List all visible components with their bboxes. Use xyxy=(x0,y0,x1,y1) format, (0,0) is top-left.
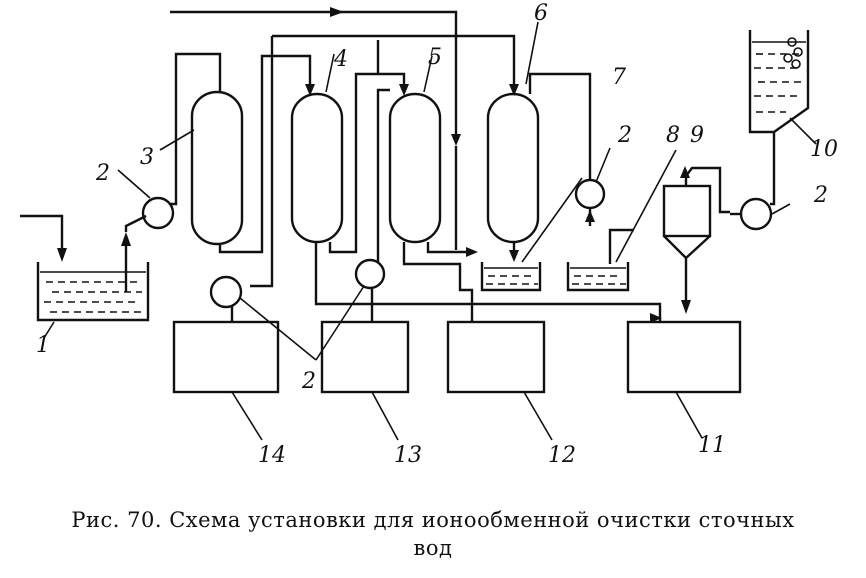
collector-12 xyxy=(446,320,553,441)
pump-middle xyxy=(354,88,390,322)
figure-caption: Рис. 70. Схема установки для ионообменно… xyxy=(20,506,846,562)
label-5: 5 xyxy=(428,45,442,70)
label-4: 4 xyxy=(333,47,348,72)
column-5 xyxy=(388,84,478,322)
caption-line-2: вод xyxy=(413,536,453,560)
collector-13 xyxy=(320,320,410,441)
column-6 xyxy=(486,84,540,262)
label-6: 6 xyxy=(534,1,548,26)
label-10: 10 xyxy=(810,137,838,162)
top-piping xyxy=(170,7,592,288)
pump-left xyxy=(141,52,222,230)
leader-lines xyxy=(43,21,791,361)
label-13: 13 xyxy=(394,443,422,468)
tank-7 xyxy=(480,177,583,292)
column-4 xyxy=(290,72,662,322)
label-2-bottom: 2 xyxy=(301,369,316,394)
label-12: 12 xyxy=(548,443,576,468)
label-2-far-right: 2 xyxy=(813,183,828,208)
label-2-right-center: 2 xyxy=(617,123,632,148)
pump-right-center xyxy=(574,178,606,226)
tank-8 xyxy=(566,149,677,292)
tank-1-liquid xyxy=(40,271,146,313)
ion-exchange-scheme: 1 2 3 4 5 6 7 2 8 9 10 2 2 14 13 12 11 xyxy=(20,1,838,468)
label-8: 8 xyxy=(666,123,680,148)
collector-14 xyxy=(172,320,280,441)
label-11: 11 xyxy=(698,433,726,458)
pump-lower-left xyxy=(209,275,243,322)
caption-line-1: Рис. 70. Схема установки для ионообменно… xyxy=(71,508,795,532)
label-2-left: 2 xyxy=(95,161,110,186)
settler-9 xyxy=(662,166,730,314)
label-14: 14 xyxy=(258,443,286,468)
label-7: 7 xyxy=(612,65,626,90)
column-3 xyxy=(190,54,312,254)
label-3: 3 xyxy=(140,145,154,170)
label-9: 9 xyxy=(690,123,704,148)
pump-far-right xyxy=(730,132,776,231)
collector-11 xyxy=(626,313,742,439)
label-1: 1 xyxy=(36,333,50,358)
reagent-vessel-10 xyxy=(748,30,817,145)
feed-tank-1 xyxy=(20,214,150,322)
